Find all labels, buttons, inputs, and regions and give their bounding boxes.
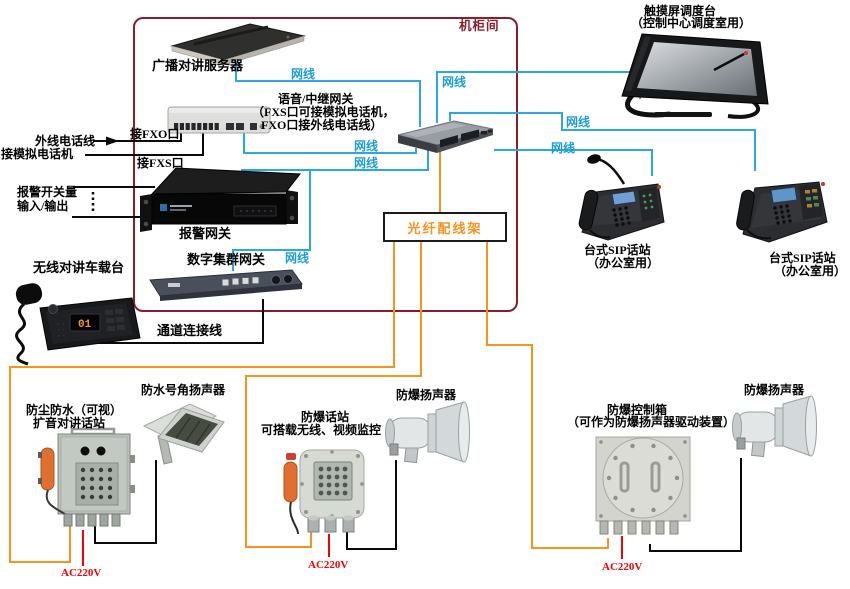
fiber-panel-to-left-station: [9, 239, 395, 563]
arrowhead-icon: [106, 136, 119, 146]
voice-gateway-note-2: FXO口接外线电话线）: [261, 118, 383, 132]
analog-phone-label: 接模拟电话机: [1, 147, 74, 161]
fiber-patch-panel: 光纤配线架: [383, 212, 507, 242]
broadcast-server-label: 广播对讲服务器: [152, 58, 244, 73]
alarm-io-label-1: 报警开关量: [17, 185, 78, 199]
outside-line-label: 外线电话线: [35, 134, 96, 148]
net-cable-label-7: 网线: [285, 251, 310, 265]
weatherproof-station-image: [38, 427, 135, 527]
fxs-port-label: 接FXS口: [137, 156, 184, 170]
sip-phone-1-sublabel: （办公室用）: [587, 256, 660, 270]
weatherproof-station-label-1: 防尘防水（可视）: [26, 403, 123, 417]
cable-voicegw-to-switch: [243, 132, 417, 154]
ex-proof-speaker-mid-image: [385, 401, 470, 464]
channel-cable-label: 通道连接线: [157, 323, 223, 338]
net-cable-label-2: 网线: [442, 75, 467, 89]
line-mid-station-to-speaker: [346, 460, 397, 550]
touch-console-label: 触摸屏调度台: [644, 4, 717, 18]
ac220v-label-mid: AC220V: [308, 559, 349, 571]
vehicle-radio-image: 01: [15, 283, 141, 366]
ex-proof-speaker-mid-label: 防爆扬声器: [396, 388, 457, 402]
ex-proof-speaker-right-label: 防爆扬声器: [744, 383, 805, 397]
weatherproof-station-label-2: 扩音对讲话站: [33, 416, 106, 430]
alarm-gateway-label: 报警网关: [179, 226, 232, 241]
line-control-box-to-speaker: [649, 458, 742, 552]
ex-proof-station-label-1: 防爆话站: [301, 410, 350, 424]
line-analog-to-fxs: [85, 133, 204, 156]
radio-display: 01: [78, 319, 92, 331]
net-cable-label-1: 网线: [291, 67, 316, 81]
ex-proof-station-label-2: 可搭载无线、视频监控: [261, 423, 382, 437]
fiber-patch-panel-label: 光纤配线架: [407, 220, 483, 236]
ex-proof-control-box-label-2: （可作为防爆扬声器驱动装置）: [567, 415, 736, 429]
line-outside-to-fxo: [93, 131, 182, 142]
cabinet-room-label: 机柜间: [459, 19, 500, 33]
net-cable-label-6: 网线: [354, 156, 379, 170]
sip-phone-2-image: [736, 181, 828, 243]
sip-phone-1-image: [578, 154, 665, 241]
ac220v-label-left: AC220V: [61, 567, 102, 579]
trunking-gateway-label: 数字集群网关: [187, 252, 266, 267]
network-switch-image: [397, 120, 494, 153]
alarm-io-label-2: 输入/输出: [17, 199, 69, 213]
sip-phone-1-label: 台式SIP话站: [584, 243, 651, 257]
vehicle-radio-label: 无线对讲车载台: [33, 260, 125, 275]
net-cable-label-5: 网线: [354, 139, 379, 153]
ex-proof-control-box-image: [595, 436, 691, 535]
fxo-port-label: 接FXO口: [130, 127, 180, 141]
net-cable-label-3: 网线: [566, 115, 591, 129]
ex-proof-station-image: [283, 449, 365, 535]
touch-console-sublabel: （控制中心调度室用）: [631, 16, 752, 30]
voice-gateway-label: 语音/中继网关: [278, 92, 354, 106]
cable-switch-to-sip1: [494, 149, 653, 176]
line-channel-cable: [90, 299, 264, 344]
line-left-station-to-horn: [94, 460, 157, 544]
cabinet-room-border: [133, 17, 518, 312]
voice-gateway-image: [167, 106, 271, 134]
voice-gateway-note-1: （FXS口可接模拟电话机，: [252, 105, 395, 119]
sip-phone-2-label: 台式SIP话站: [769, 251, 836, 265]
ex-proof-speaker-right-image: [732, 395, 817, 458]
alarm-gateway-image: [140, 167, 301, 232]
fiber-panel-to-mid-station: [245, 239, 422, 548]
broadcast-server-image: [170, 23, 306, 66]
ac220v-label-right: AC220V: [602, 561, 643, 573]
fiber-panel-to-control-box: [486, 239, 609, 549]
cable-switch-to-sip2: [449, 112, 756, 171]
ex-proof-control-box-label-1: 防爆控制箱: [607, 403, 668, 417]
horn-speaker-image: [142, 403, 225, 465]
cable-server-to-switch: [235, 58, 421, 127]
trunking-gateway-image: [149, 269, 303, 301]
horn-speaker-label: 防水号角扬声器: [141, 383, 226, 397]
cable-trunkgw-to-switch: [232, 170, 311, 271]
sip-phone-2-sublabel: （办公室用）: [774, 264, 847, 278]
touch-console-image: [621, 33, 769, 119]
net-cable-label-4: 网线: [551, 141, 576, 155]
